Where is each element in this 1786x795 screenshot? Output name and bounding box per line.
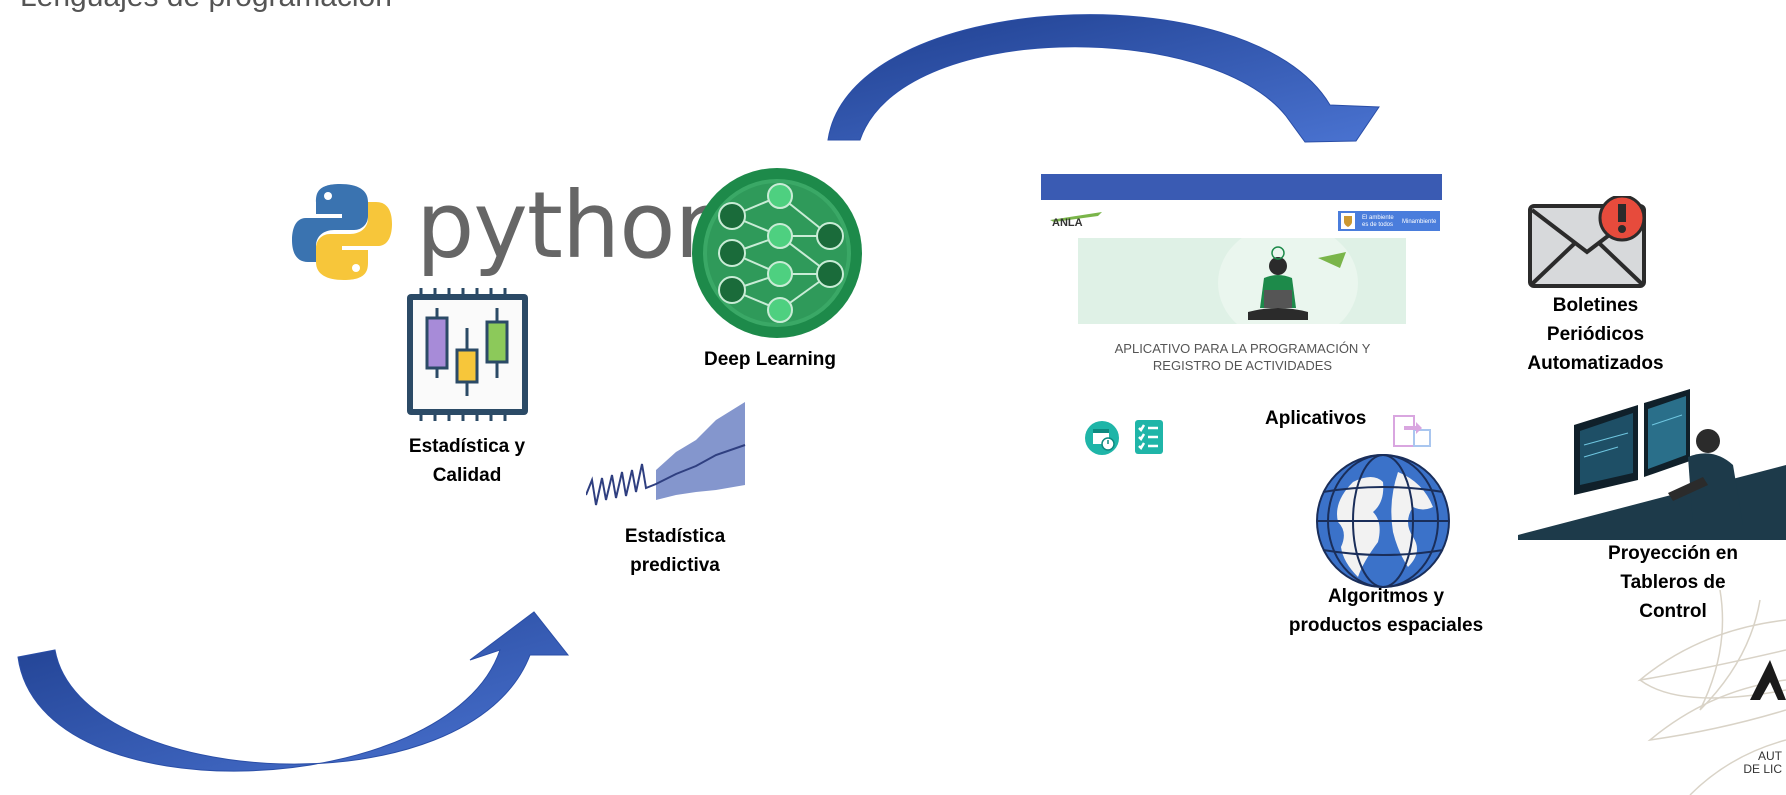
candlestick-chip-icon xyxy=(407,288,528,421)
globe-icon xyxy=(1316,454,1450,588)
label-line: Calidad xyxy=(432,465,502,486)
label-line: Estadística xyxy=(624,526,726,547)
python-logo-icon xyxy=(292,184,392,280)
app-title: APLICATIVO PARA LA PROGRAMACIÓN Y REGIST… xyxy=(1060,340,1425,374)
label-boletines: Boletines Periódicos Automatizados xyxy=(1518,291,1673,378)
top-heading: Lenguajes de programación xyxy=(20,0,392,14)
corner-line: AUT xyxy=(1758,749,1782,763)
app-banner xyxy=(1041,174,1442,200)
dashboard-operator-illustration xyxy=(1518,389,1786,540)
calendar-clock-icon xyxy=(1085,421,1119,455)
app-title-line: APLICATIVO PARA LA PROGRAMACIÓN Y xyxy=(1114,341,1371,356)
forecast-chart-icon xyxy=(586,402,746,506)
arrow-top xyxy=(827,14,1380,143)
svg-text:ANLA: ANLA xyxy=(1052,217,1083,229)
app-title-line: REGISTRO DE ACTIVIDADES xyxy=(1152,358,1333,373)
neural-network-icon xyxy=(692,168,862,338)
label-line: Control xyxy=(1639,601,1707,622)
label-line: Proyección en xyxy=(1608,543,1738,564)
arrow-bottom xyxy=(17,611,570,772)
label-deep-learning: Deep Learning xyxy=(704,349,836,370)
python-wordmark: python xyxy=(416,172,733,279)
corner-text: AUT DE LIC xyxy=(1743,750,1782,776)
mail-alert-icon xyxy=(1528,196,1646,288)
label-estadistica-predictiva: Estadística predictiva xyxy=(610,522,740,580)
anla-logo-icon: ANLA xyxy=(1050,212,1102,229)
label-line: Estadística y xyxy=(408,436,526,457)
label-line: Automatizados xyxy=(1527,353,1664,374)
gov-badge-line1: El ambiente xyxy=(1362,215,1394,221)
corner-line: DE LIC xyxy=(1743,762,1782,776)
hero-illustration xyxy=(1078,238,1406,324)
label-line: Boletines xyxy=(1552,295,1639,316)
label-line: predictiva xyxy=(630,555,720,576)
label-line: Periódicos xyxy=(1546,324,1645,345)
decorative-leaves xyxy=(1637,590,1786,795)
gov-badge-line2: es de todos xyxy=(1362,222,1394,228)
label-line: productos espaciales xyxy=(1288,615,1484,636)
label-line: Algoritmos y xyxy=(1327,586,1445,607)
gov-badge-right: Minambiente xyxy=(1402,219,1437,225)
label-line: Tableros de xyxy=(1620,572,1726,593)
app-exit-icon xyxy=(1393,415,1431,447)
shield-icon xyxy=(1341,213,1355,229)
checklist-icon xyxy=(1135,420,1163,454)
label-aplicativos: Aplicativos xyxy=(1265,408,1367,429)
label-proyeccion: Proyección en Tableros de Control xyxy=(1588,539,1758,626)
gov-badge: El ambiente es de todos Minambiente xyxy=(1338,211,1440,231)
label-estadistica-calidad: Estadística y Calidad xyxy=(402,432,532,490)
label-algoritmos: Algoritmos y productos espaciales xyxy=(1266,582,1506,640)
